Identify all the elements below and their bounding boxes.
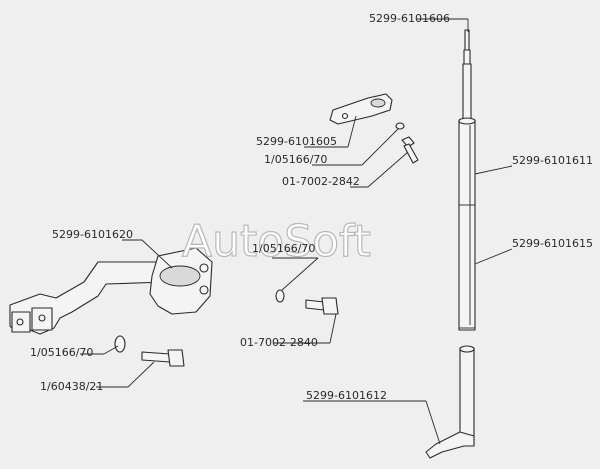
label-tube-upper: 5299-6101611 xyxy=(512,154,593,167)
label-lever: 5299-6101605 xyxy=(256,135,337,148)
washer-center xyxy=(275,289,285,303)
top-rod xyxy=(462,29,472,121)
label-washer-upper: 1/05166/70 xyxy=(264,153,327,166)
bolt-upper xyxy=(401,136,419,164)
label-bolt-left: 1/60438/21 xyxy=(40,380,103,393)
label-tube-main: 5299-6101615 xyxy=(512,237,593,250)
bolt-center xyxy=(305,297,339,315)
watermark: AutoSoft xyxy=(182,216,371,267)
upper-tube xyxy=(458,117,476,331)
label-bolt-center: 01-7002-2840 xyxy=(240,336,318,349)
label-bracket: 5299-6101620 xyxy=(52,228,133,241)
leader-lines xyxy=(80,18,513,445)
label-tube-lower: 5299-6101612 xyxy=(306,389,387,402)
lower-tube xyxy=(425,345,475,459)
bolt-left xyxy=(141,349,185,367)
label-washer-center: 1/05166/70 xyxy=(252,242,315,255)
washer-left xyxy=(114,335,126,353)
label-bolt-upper: 01-7002-2842 xyxy=(282,175,360,188)
label-top-rod: 5299-6101606 xyxy=(369,12,450,25)
lever-part xyxy=(329,93,393,125)
label-washer-left: 1/05166/70 xyxy=(30,346,93,359)
washer-upper xyxy=(395,122,405,130)
bracket-part xyxy=(9,247,213,335)
